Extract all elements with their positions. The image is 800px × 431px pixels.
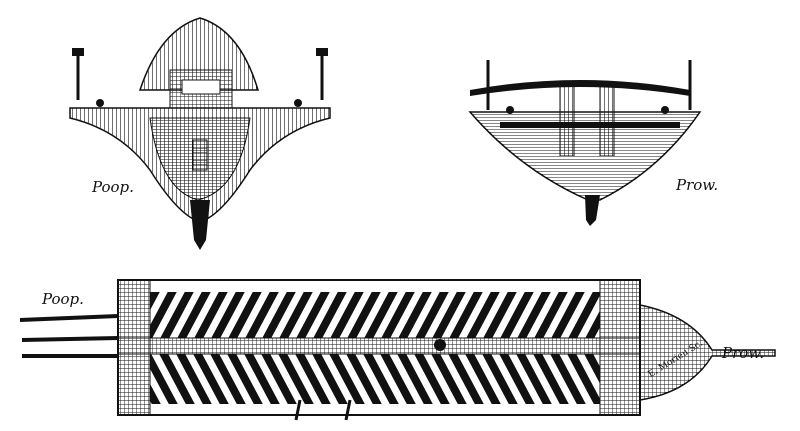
poop-view-label: Poop.: [92, 178, 134, 196]
plan-prow-label: Prow.: [722, 344, 765, 362]
plan-view: [19, 279, 776, 421]
prow-end-view: [468, 60, 702, 226]
plan-poop-label: Poop.: [42, 290, 84, 308]
prow-view-label: Prow.: [676, 176, 719, 194]
poop-end-view: [69, 17, 331, 250]
